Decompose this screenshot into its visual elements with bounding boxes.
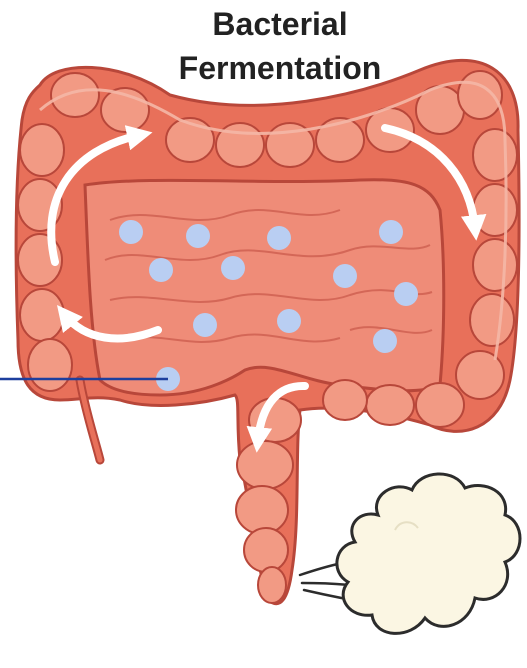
bacterium-dot bbox=[277, 309, 301, 333]
colon-inner-cavity bbox=[85, 180, 444, 395]
bacterium-dot bbox=[221, 256, 245, 280]
bacterium-dot bbox=[394, 282, 418, 306]
bacterium-dot bbox=[267, 226, 291, 250]
bacterium-dot bbox=[373, 329, 397, 353]
gas-cloud-icon bbox=[337, 474, 520, 633]
bacterium-dot bbox=[186, 224, 210, 248]
bacterium-dot bbox=[379, 220, 403, 244]
bacterium-dot bbox=[149, 258, 173, 282]
bacterium-dot bbox=[333, 264, 357, 288]
bacterium-dot bbox=[119, 220, 143, 244]
bacterium-dot bbox=[193, 313, 217, 337]
